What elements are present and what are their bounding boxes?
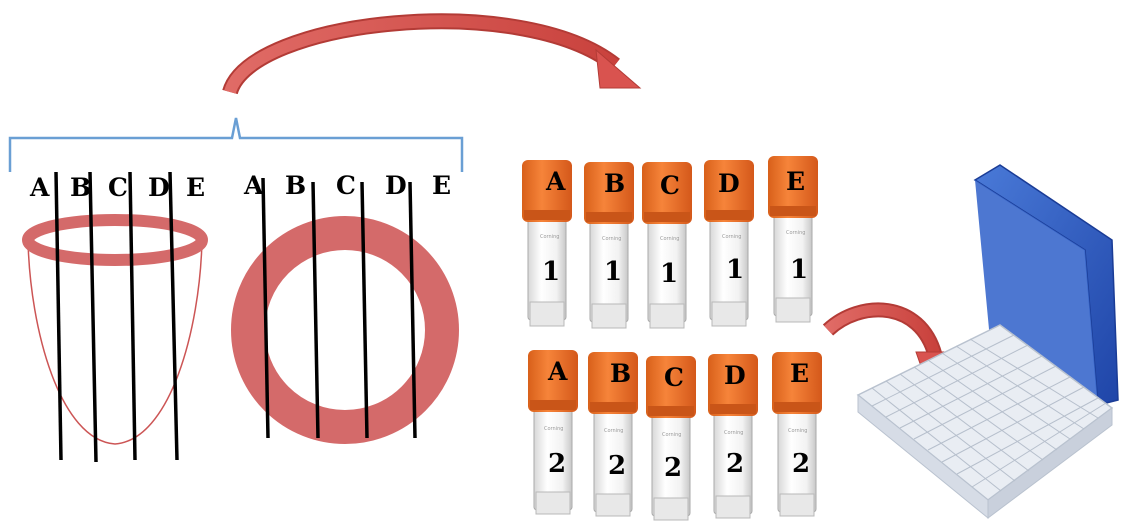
heart-label-c: C [108,173,128,202]
vial: Corning D 2 [708,354,758,519]
ring-label-e: E [432,171,451,200]
vial-number: 1 [790,255,808,285]
vial: Corning C 1 [642,162,692,329]
vial-row-1: Corning A 1 Corning B 1 Corning C 1 [522,156,818,329]
vial-cap-label: A [547,357,568,386]
vial: Corning A 1 [522,160,572,327]
vial-number: 2 [548,449,566,479]
heart-label-a: A [29,173,50,202]
vial-cap-label: B [604,169,625,198]
vial-brand: Corning [544,426,563,432]
vial-cap-label: D [724,361,746,390]
vial: Corning A 2 [528,350,578,515]
ring-diagram [231,216,459,444]
vial: Corning D 1 [704,160,754,327]
ring-label-d: D [385,171,407,200]
vial-number: 2 [664,453,682,483]
vial: Corning B 1 [584,162,634,329]
ring-label-a: A [243,171,264,200]
curved-arrow-icon-top [222,13,642,96]
vial-brand: Corning [540,234,559,240]
vial-brand: Corning [788,428,807,434]
vial-row-2: Corning A 2 Corning B 2 Corning C 2 [528,350,822,521]
vial-cap-label: E [786,167,805,196]
vial-brand: Corning [662,432,681,438]
vial-brand: Corning [660,236,679,242]
vial-number: 1 [660,259,678,289]
vial: Corning C 2 [646,356,696,521]
vial: Corning E 1 [768,156,818,323]
vial-number: 2 [726,449,744,479]
vial-cap-label: D [718,169,740,198]
vial-cap-label: E [790,359,809,388]
vial-number: 1 [604,257,622,287]
vial-number: 2 [792,449,810,479]
vial-brand: Corning [602,236,621,242]
heart-label-e: E [186,173,205,202]
heart-section-lines [54,171,179,463]
heart-diagram [22,214,208,445]
ring-labels: A B C D E [243,171,451,200]
vial-brand: Corning [786,230,805,236]
vial-cap-label: C [660,171,680,200]
vial-brand: Corning [724,430,743,436]
vial-cap-label: C [664,363,684,392]
bracket [8,117,464,172]
vial-brand: Corning [604,428,623,434]
ring-label-c: C [336,171,356,200]
vial: Corning E 2 [772,352,822,517]
cryo-box-icon [856,164,1119,520]
ring-label-b: B [285,171,306,200]
vial: Corning B 2 [588,352,638,517]
heart-labels: A B C D E [29,173,205,202]
ring-section-lines [261,177,417,439]
vial-brand: Corning [722,234,741,240]
vial-cap-label: B [610,359,631,388]
heart-label-b: B [70,173,91,202]
vial-cap-label: A [545,167,566,196]
vial-number: 1 [542,257,560,287]
heart-label-d: D [148,173,170,202]
vial-number: 1 [726,255,744,285]
vial-number: 2 [608,451,626,481]
